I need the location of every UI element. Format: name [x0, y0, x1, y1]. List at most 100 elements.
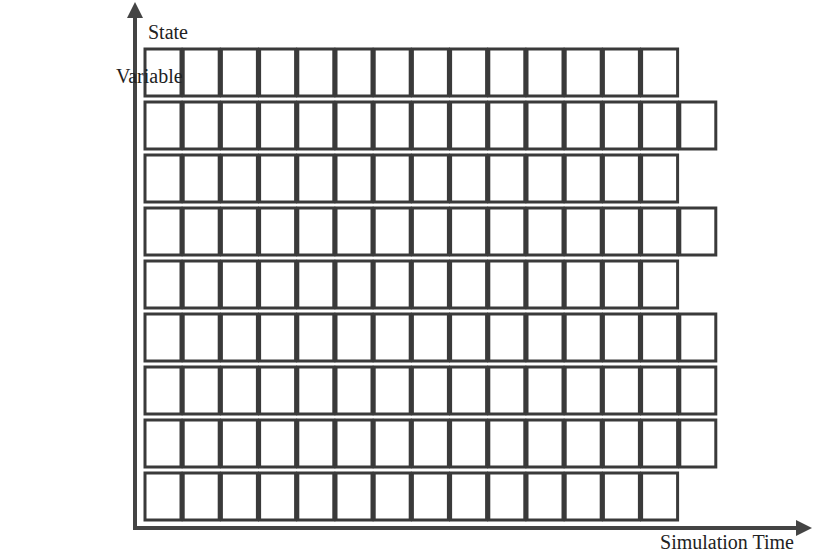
- grid-cell: [565, 102, 601, 149]
- grid-cell: [527, 102, 563, 149]
- grid-cell: [412, 102, 448, 149]
- grid-cell: [642, 155, 678, 202]
- grid-cell: [221, 208, 257, 255]
- grid-cell: [145, 261, 181, 308]
- grid-cell: [451, 473, 487, 520]
- grid-cell: [489, 102, 525, 149]
- grid-cell: [183, 102, 219, 149]
- grid-cell: [336, 102, 372, 149]
- grid-cell: [412, 261, 448, 308]
- grid-cell: [565, 420, 601, 467]
- grid-cell: [221, 49, 257, 96]
- grid-cell: [145, 367, 181, 414]
- grid-cell: [412, 473, 448, 520]
- grid-cell: [260, 49, 296, 96]
- grid-cell: [527, 49, 563, 96]
- grid-cell: [527, 420, 563, 467]
- grid-cell: [451, 208, 487, 255]
- grid-cell: [603, 102, 639, 149]
- grid-cell: [221, 155, 257, 202]
- grid-cell: [565, 49, 601, 96]
- grid-cell: [374, 314, 410, 361]
- grid-cell: [260, 420, 296, 467]
- grid-cell: [336, 314, 372, 361]
- grid-cell: [145, 102, 181, 149]
- grid-cell: [489, 420, 525, 467]
- grid-cell: [451, 367, 487, 414]
- grid-cell: [183, 420, 219, 467]
- grid-cell: [260, 155, 296, 202]
- grid-cell: [145, 155, 181, 202]
- grid-cell: [565, 155, 601, 202]
- grid-cell: [260, 261, 296, 308]
- grid-cell: [489, 314, 525, 361]
- grid-cell: [603, 473, 639, 520]
- grid-cell: [527, 155, 563, 202]
- grid-cell: [527, 261, 563, 308]
- grid-cell: [565, 261, 601, 308]
- grid-cell: [642, 367, 678, 414]
- grid-cell: [489, 155, 525, 202]
- grid-cell: [221, 420, 257, 467]
- grid-cell: [642, 208, 678, 255]
- grid-cell: [565, 473, 601, 520]
- grid-cell: [603, 49, 639, 96]
- grid-cell: [374, 261, 410, 308]
- axis-label: State: [148, 20, 188, 44]
- grid-cell: [489, 473, 525, 520]
- grid-cell: [336, 367, 372, 414]
- grid-cell: [603, 314, 639, 361]
- grid-cell: [336, 261, 372, 308]
- grid-cell: [374, 367, 410, 414]
- grid-cell: [336, 473, 372, 520]
- grid-cell: [412, 155, 448, 202]
- grid-cell: [183, 367, 219, 414]
- grid-cell: [451, 420, 487, 467]
- grid-cell: [642, 473, 678, 520]
- grid-cell: [374, 102, 410, 149]
- grid-cell: [145, 473, 181, 520]
- grid-cell: [221, 314, 257, 361]
- grid-cell: [260, 102, 296, 149]
- grid-cell: [680, 420, 716, 467]
- grid-cell: [412, 208, 448, 255]
- grid-cell: [374, 155, 410, 202]
- grid-cell: [183, 473, 219, 520]
- grid-cell: [260, 473, 296, 520]
- grid-cell: [336, 49, 372, 96]
- grid-cell: [183, 208, 219, 255]
- grid-cell: [680, 102, 716, 149]
- grid-cell: [221, 473, 257, 520]
- grid-cell: [412, 367, 448, 414]
- grid-cell: [680, 367, 716, 414]
- grid-cell: [145, 420, 181, 467]
- grid-cell: [260, 367, 296, 414]
- grid-cell: [642, 49, 678, 96]
- grid-cell: [527, 314, 563, 361]
- grid-cell: [183, 314, 219, 361]
- grid-cell: [412, 49, 448, 96]
- grid-cell: [336, 155, 372, 202]
- grid-cell: [451, 102, 487, 149]
- grid-cell: [221, 367, 257, 414]
- grid-cell: [298, 367, 334, 414]
- grid-cell: [489, 367, 525, 414]
- grid-cell: [298, 261, 334, 308]
- grid-cell: [374, 208, 410, 255]
- grid-cell: [298, 49, 334, 96]
- grid-cell: [642, 261, 678, 308]
- grid-cell: [565, 367, 601, 414]
- grid-cell: [183, 261, 219, 308]
- grid-cell: [260, 208, 296, 255]
- grid-cell: [527, 367, 563, 414]
- grid-cell: [336, 420, 372, 467]
- grid-cell: [336, 208, 372, 255]
- grid-cell: [260, 314, 296, 361]
- grid-cell: [298, 102, 334, 149]
- grid-cell: [298, 208, 334, 255]
- grid-cell: [603, 155, 639, 202]
- grid-cell: [642, 314, 678, 361]
- grid-cell: [145, 208, 181, 255]
- grid-cell: [489, 208, 525, 255]
